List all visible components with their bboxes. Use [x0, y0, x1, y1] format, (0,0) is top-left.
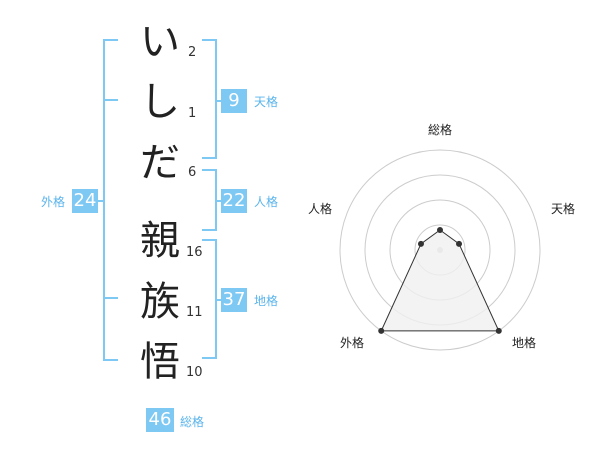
name-char-5: 族	[140, 279, 180, 325]
name-char-3: だ	[140, 140, 180, 186]
radar-label-tenkaku: 天格	[551, 202, 576, 216]
jinkaku-label: 人格	[254, 195, 279, 209]
name-char-4: 親	[140, 218, 180, 264]
chikaku-value: 37	[221, 288, 247, 312]
tenkaku-value: 9	[221, 89, 247, 113]
name-char-2: し	[140, 79, 180, 125]
radar-label-gaikaku: 外格	[340, 336, 365, 350]
stroke-count-2: 1	[188, 106, 197, 121]
radar-point-4	[378, 327, 385, 334]
gaikaku-label: 外格	[41, 195, 66, 209]
tenkaku-bracket	[202, 39, 217, 159]
stroke-count-4: 16	[186, 245, 203, 260]
radar-polygon	[380, 229, 500, 332]
stroke-count-1: 2	[188, 45, 197, 60]
radar-point-5	[417, 240, 424, 247]
tenkaku-label: 天格	[254, 95, 279, 109]
radar-label-jinkaku: 人格	[308, 202, 333, 216]
name-char-1: い	[140, 19, 180, 65]
name-char-6: 悟	[140, 339, 180, 385]
chikaku-label: 地格	[254, 294, 279, 308]
radar-label-soukaku: 総格	[428, 123, 453, 137]
radar-point-1	[437, 227, 443, 233]
stroke-count-5: 11	[186, 305, 203, 320]
radar-ring	[339, 149, 541, 351]
radar-point-3	[495, 327, 502, 334]
stroke-count-3: 6	[188, 165, 197, 180]
radar-point-2	[456, 240, 463, 247]
gaikaku-value: 24	[72, 189, 98, 213]
soukaku-value: 46	[146, 408, 174, 432]
jinkaku-value: 22	[221, 189, 247, 213]
radar-label-chikaku: 地格	[512, 336, 537, 350]
stroke-count-6: 10	[186, 365, 203, 380]
soukaku-label: 総格	[180, 415, 205, 429]
